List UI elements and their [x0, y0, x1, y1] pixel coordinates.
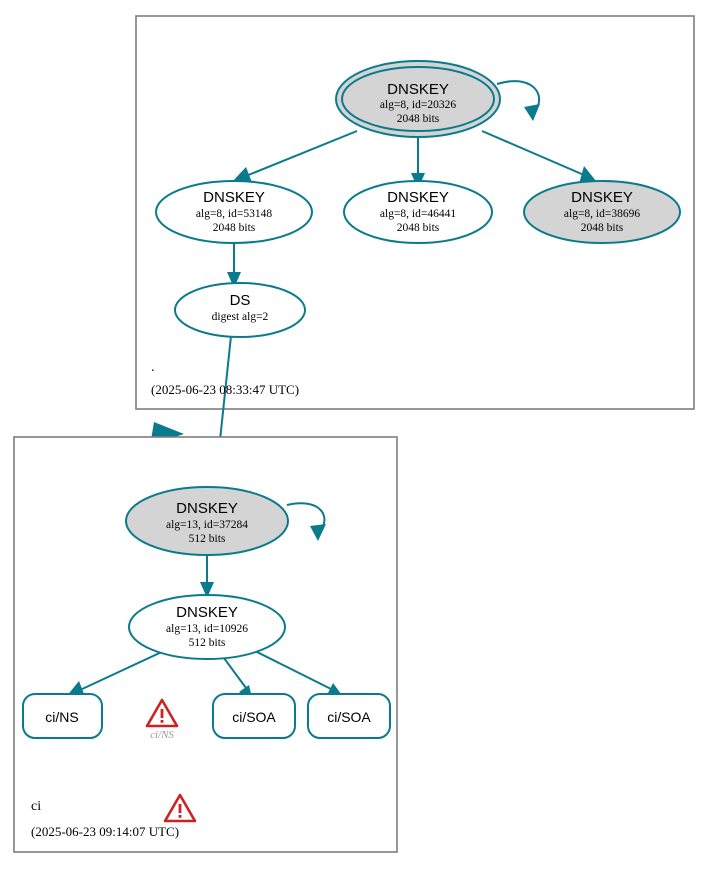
node-root-ksk[interactable]: DNSKEY alg=8, id=20326 2048 bits — [335, 60, 501, 138]
warning-label: ci/NS — [150, 729, 174, 741]
edge-root-zsk-53148-to-ds — [227, 242, 241, 288]
edge-ci-ksk-self-loop — [286, 502, 326, 541]
node-keysize: 2048 bits — [397, 222, 440, 234]
node-digest-alg: digest alg=2 — [212, 311, 269, 323]
warning-icon-ci-ns[interactable]: ci/NS — [145, 698, 179, 741]
node-alg-id: alg=8, id=38696 — [564, 208, 640, 220]
node-title: DNSKEY — [387, 81, 449, 98]
node-root-ds[interactable]: DS digest alg=2 — [174, 282, 306, 338]
node-title: DNSKEY — [203, 189, 265, 206]
node-root-zsk-53148[interactable]: DNSKEY alg=8, id=53148 2048 bits — [155, 180, 313, 244]
edge-ci-ksk-to-ci-zsk — [200, 551, 214, 598]
node-title: DNSKEY — [571, 189, 633, 206]
node-title: DNSKEY — [176, 500, 238, 517]
node-keysize: 512 bits — [189, 637, 226, 649]
rrset-label: ci/SOA — [327, 709, 371, 725]
zone-timestamp-root: (2025-06-23 08:33:47 UTC) — [151, 382, 299, 397]
edge-root-ksk-to-zsk-38696 — [481, 130, 596, 184]
node-title: DNSKEY — [387, 189, 449, 206]
rrset-label: ci/SOA — [232, 709, 276, 725]
zone-name-root: . — [151, 360, 155, 375]
node-ci-ksk[interactable]: DNSKEY alg=13, id=37284 512 bits — [125, 486, 289, 556]
node-ci-zsk[interactable]: DNSKEY alg=13, id=10926 512 bits — [128, 594, 286, 660]
node-root-zsk-46441[interactable]: DNSKEY alg=8, id=46441 2048 bits — [343, 180, 493, 244]
node-root-zsk-38696[interactable]: DNSKEY alg=8, id=38696 2048 bits — [523, 180, 681, 244]
zone-timestamp-ci: (2025-06-23 09:14:07 UTC) — [31, 824, 179, 839]
node-alg-id: alg=13, id=37284 — [166, 519, 248, 531]
node-title: DNSKEY — [176, 604, 238, 621]
edge-root-ksk-self-loop — [496, 80, 540, 121]
rrset-ci-soa-2[interactable]: ci/SOA — [307, 693, 391, 739]
node-title: DS — [230, 292, 251, 309]
rrset-ci-soa-1[interactable]: ci/SOA — [212, 693, 296, 739]
rrset-label: ci/NS — [45, 709, 78, 725]
rrset-ci-ns[interactable]: ci/NS — [22, 693, 103, 739]
node-keysize: 2048 bits — [397, 113, 440, 125]
node-keysize: 2048 bits — [213, 222, 256, 234]
node-alg-id: alg=8, id=46441 — [380, 208, 456, 220]
zone-name-ci: ci — [31, 799, 41, 814]
node-keysize: 512 bits — [189, 533, 226, 545]
node-alg-id: alg=8, id=20326 — [380, 99, 456, 111]
warning-icon-zone-ci[interactable] — [163, 793, 197, 823]
node-alg-id: alg=13, id=10926 — [166, 623, 248, 635]
node-keysize: 2048 bits — [581, 222, 624, 234]
node-alg-id: alg=8, id=53148 — [196, 208, 272, 220]
